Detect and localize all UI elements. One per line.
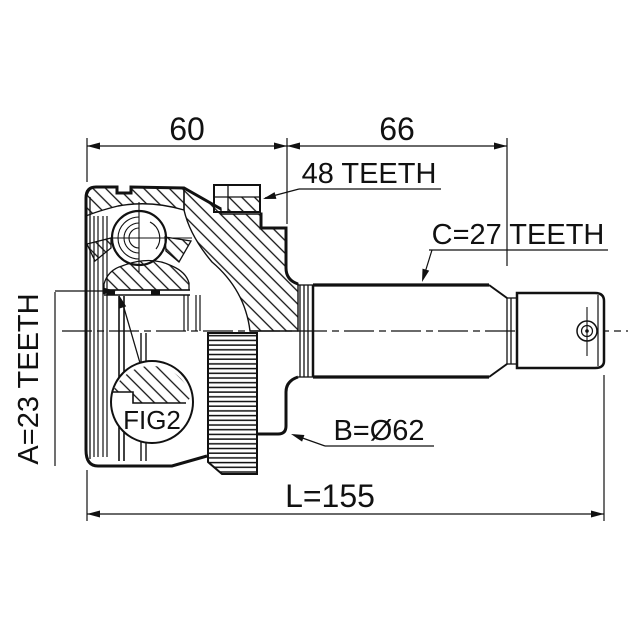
outer-spline-teeth-label: C=27 TEETH [432, 219, 605, 251]
label-c27-teeth: C=27 TEETH [422, 219, 608, 282]
cage-left [86, 237, 112, 263]
arrowhead-right [591, 510, 604, 518]
housing-section-top [84, 185, 299, 332]
inner-spline-teeth-label: A=23 TEETH [13, 293, 45, 464]
fig2-leader-arrowhead [119, 295, 127, 309]
leader-arrowhead [291, 434, 305, 442]
inner-race [103, 259, 190, 291]
dimension-60: 60 [86, 111, 288, 224]
dimension-66: 66 [287, 111, 508, 266]
label-a23-teeth: A=23 TEETH [13, 287, 116, 466]
fig2-step-line [113, 391, 186, 404]
arrowhead-left [87, 510, 100, 518]
leader-arrowhead [263, 192, 277, 199]
abs-tone-ring-bottom [207, 332, 258, 475]
dim-60-label: 60 [169, 111, 205, 147]
label-48-teeth: 48 TEETH [263, 158, 441, 199]
arrowhead-left [287, 142, 300, 150]
fig2-label: FIG2 [123, 405, 181, 435]
fig2-hatch [113, 365, 191, 403]
arrowhead-right [274, 142, 287, 150]
arrowhead-left [87, 142, 100, 150]
abs-ring-teeth-label: 48 TEETH [302, 158, 437, 190]
dimension-l155: L=155 [86, 375, 605, 521]
spline-tick [107, 290, 115, 295]
overall-length-label: L=155 [285, 478, 375, 514]
abs-tone-ring-top [213, 184, 261, 213]
spline-tick [151, 290, 160, 295]
fig2-leader-line [121, 300, 141, 364]
spline-stub [515, 291, 606, 370]
dim-66-label: 66 [379, 111, 415, 147]
label-b-diameter: B=Ø62 [291, 415, 434, 447]
leader-arrowhead [103, 287, 116, 295]
ball-bearing-assembly [86, 202, 201, 331]
arrowhead-right [494, 142, 507, 150]
drive-shaft [298, 283, 606, 379]
leader-arrowhead [422, 268, 430, 282]
housing-face-profile [259, 212, 299, 286]
fig2-detail: FIG2 [110, 295, 194, 444]
body-diameter-label: B=Ø62 [333, 415, 424, 447]
housing-top-profile [84, 185, 222, 211]
